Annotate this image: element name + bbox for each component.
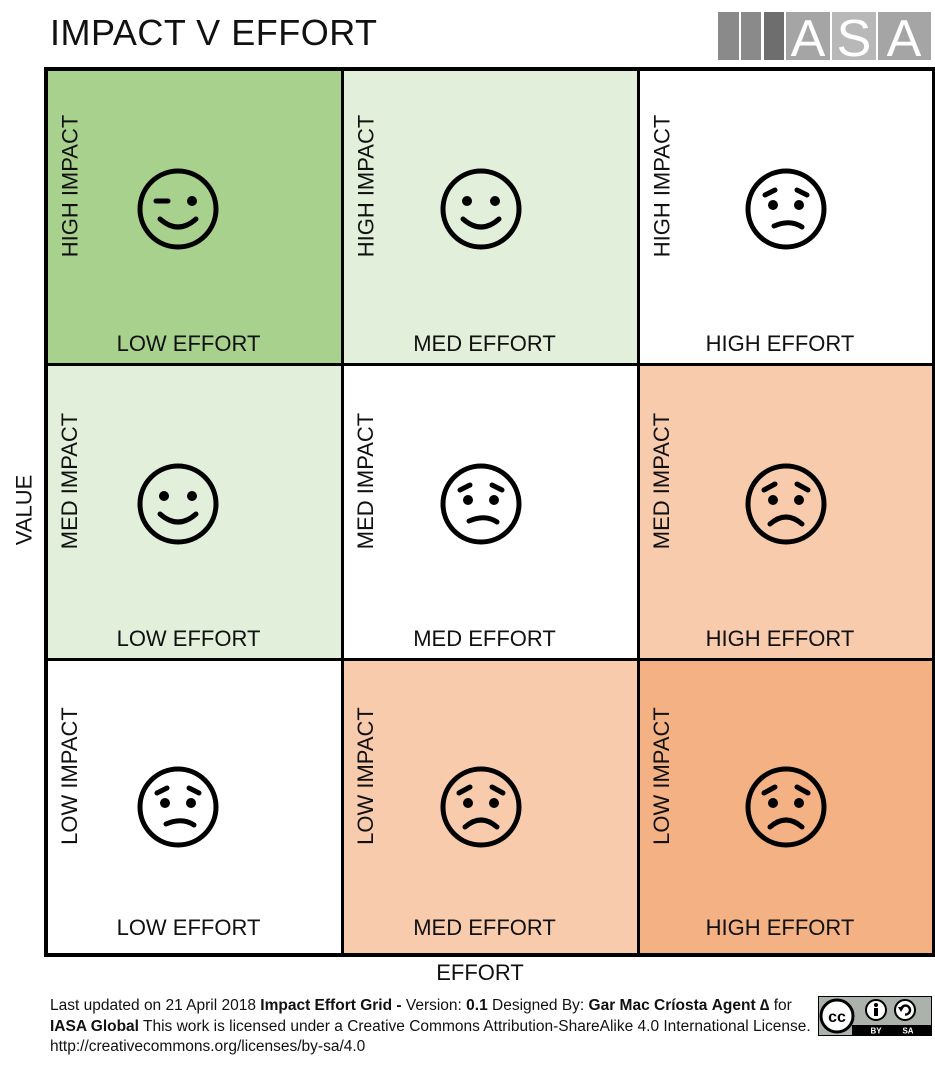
grid-cell: MED IMPACT MED EFFORT: [344, 366, 637, 658]
y-axis-label-text: VALUE: [11, 474, 37, 546]
worried-icon: [137, 766, 219, 848]
footer-license-text: This work is licensed under a Creative C…: [50, 1017, 811, 1056]
footer-credits: Last updated on 21 April 2018 Impact Eff…: [50, 996, 818, 1058]
footer-agent: Agent ∆: [711, 997, 770, 1014]
sad-icon: [440, 766, 522, 848]
grid-cell: HIGH IMPACT MED EFFORT: [344, 71, 637, 363]
impact-label-text: HIGH IMPACT: [57, 114, 82, 258]
effort-label: MED EFFORT: [413, 915, 556, 940]
effort-label: LOW EFFORT: [116, 915, 261, 940]
effort-label: HIGH EFFORT: [705, 331, 855, 356]
impact-label: LOW IMPACT: [648, 661, 676, 891]
footer-version-label: Version:: [405, 997, 467, 1014]
effort-label: LOW EFFORT: [116, 331, 261, 356]
x-axis-label: EFFORT: [436, 960, 524, 985]
grid-cell: LOW IMPACT LOW EFFORT: [48, 661, 341, 953]
y-axis-label: VALUE: [10, 470, 38, 550]
grid-cell: MED IMPACT LOW EFFORT: [48, 366, 341, 658]
impact-label-text: LOW IMPACT: [57, 707, 82, 845]
footer-version: 0.1: [466, 997, 488, 1014]
effort-label: MED EFFORT: [413, 626, 556, 651]
impact-label-text: HIGH IMPACT: [649, 114, 674, 258]
worried-icon: [440, 463, 522, 545]
grid-cell: HIGH IMPACT HIGH EFFORT: [640, 71, 932, 363]
impact-label: LOW IMPACT: [352, 661, 380, 891]
footer-updated: Last updated on 21 April 2018: [50, 997, 256, 1014]
impact-label: MED IMPACT: [352, 366, 380, 596]
impact-effort-grid: HIGH IMPACT LOW EFFORT HIGH IMPACT MED EFFO…: [44, 67, 935, 957]
page-title: IMPACT V EFFORT: [50, 12, 378, 53]
impact-label-text: LOW IMPACT: [353, 707, 378, 845]
iasa-logo: A S A: [718, 12, 931, 60]
footer-designer: Gar Mac Críosta: [588, 997, 708, 1014]
grid-cell: HIGH IMPACT LOW EFFORT: [48, 71, 341, 363]
effort-label: LOW EFFORT: [116, 626, 261, 651]
logo-letter-a2: A: [887, 12, 922, 60]
impact-label-text: MED IMPACT: [57, 412, 83, 550]
footer-doc-name: Impact Effort Grid -: [260, 997, 406, 1014]
cc-sa-label: SA: [902, 1027, 913, 1036]
impact-label-text: MED IMPACT: [649, 412, 675, 550]
impact-label: MED IMPACT: [56, 366, 84, 596]
logo-letter-a: A: [791, 12, 826, 60]
cc-by-sa-icon[interactable]: cc BY SA: [818, 996, 932, 1036]
grid-cell: MED IMPACT HIGH EFFORT: [640, 366, 932, 658]
footer-designed-by-label: Designed By:: [487, 997, 589, 1014]
grid-cell: LOW IMPACT MED EFFORT: [344, 661, 637, 953]
impact-label-text: LOW IMPACT: [649, 707, 674, 845]
impact-label: LOW IMPACT: [56, 661, 84, 891]
impact-label: HIGH IMPACT: [56, 71, 84, 301]
sad-icon: [745, 463, 827, 545]
smile-icon: [440, 168, 522, 250]
impact-label-text: HIGH IMPACT: [353, 114, 378, 258]
impact-label-text: MED IMPACT: [353, 412, 379, 550]
wink-smile-icon: [137, 168, 219, 250]
sad-icon: [745, 766, 827, 848]
impact-label: MED IMPACT: [648, 366, 676, 596]
cc-by-label: BY: [870, 1027, 882, 1036]
effort-label: HIGH EFFORT: [705, 915, 855, 940]
smile-icon: [137, 463, 219, 545]
impact-label: HIGH IMPACT: [352, 71, 380, 301]
svg-text:cc: cc: [828, 1009, 846, 1026]
footer-for: for: [769, 997, 792, 1014]
footer-org: IASA Global: [50, 1017, 139, 1035]
effort-label: MED EFFORT: [413, 331, 556, 356]
effort-label: HIGH EFFORT: [705, 626, 855, 651]
grid-cell: LOW IMPACT HIGH EFFORT: [640, 661, 932, 953]
impact-label: HIGH IMPACT: [648, 71, 676, 301]
logo-letter-s: S: [837, 12, 872, 60]
worried-icon: [745, 168, 827, 250]
